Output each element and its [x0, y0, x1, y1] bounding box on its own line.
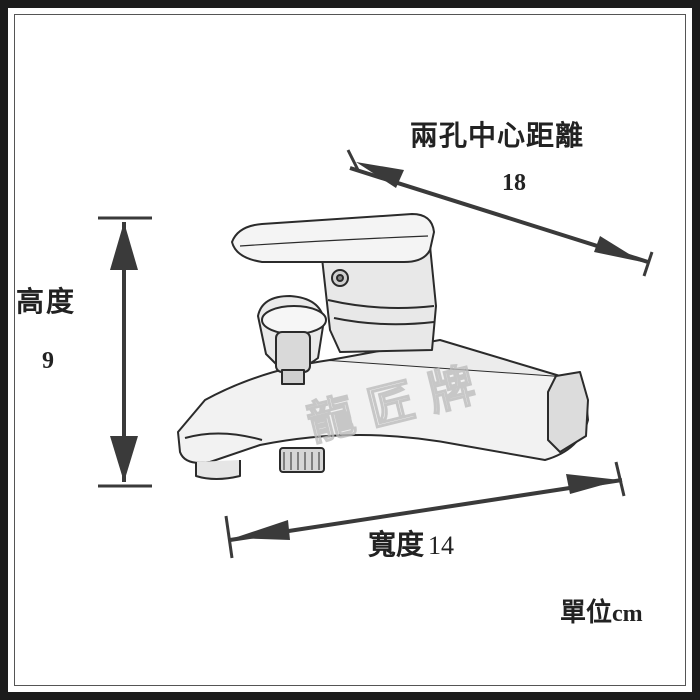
center-distance-value: 18 — [502, 170, 526, 196]
inner-frame — [14, 14, 686, 686]
unit-prefix: 單位 — [560, 598, 613, 628]
center-distance-arrow-icon — [346, 149, 654, 277]
height-arrow-icon — [98, 216, 152, 488]
height-value: 9 — [42, 348, 54, 374]
dimension-arrows — [98, 149, 654, 559]
unit-value: cm — [612, 601, 643, 627]
height-title: 高度 — [16, 285, 77, 318]
center-distance-title: 兩孔中心距離 — [410, 119, 585, 152]
width-value: 14 — [428, 531, 455, 560]
faucet-icon — [177, 213, 589, 480]
unit-label: 單位cm — [560, 592, 643, 629]
width-title: 寬度 — [368, 528, 425, 561]
width-arrow-icon — [224, 461, 626, 559]
